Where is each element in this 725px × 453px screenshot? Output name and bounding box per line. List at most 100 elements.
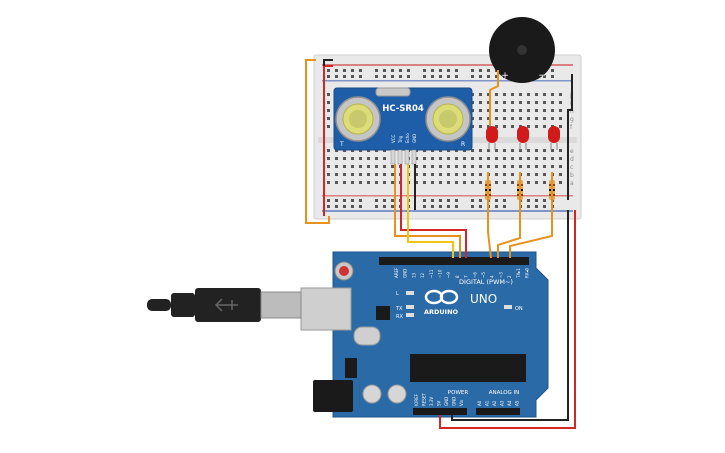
power-header[interactable] xyxy=(413,408,467,415)
breadboard-hole xyxy=(327,109,330,112)
wire-led-3 xyxy=(509,172,553,258)
sensor-pin-echo[interactable] xyxy=(404,149,410,165)
capacitor-1 xyxy=(362,384,382,404)
breadboard-hole xyxy=(351,75,354,78)
breadboard-hole xyxy=(519,165,522,168)
breadboard-hole xyxy=(503,205,506,208)
led-label-rx: RX xyxy=(396,314,403,320)
power-pin-label: IOREF xyxy=(414,393,419,406)
breadboard-hole xyxy=(519,109,522,112)
breadboard-hole xyxy=(407,69,410,72)
arduino-brand: ARDUINO xyxy=(424,308,459,316)
digital-pin-label: ~5 xyxy=(481,272,486,278)
breadboard-hole xyxy=(495,199,498,202)
breadboard-hole xyxy=(375,173,378,176)
breadboard-hole xyxy=(479,101,482,104)
breadboard-hole xyxy=(559,181,562,184)
breadboard-hole xyxy=(375,205,378,208)
sensor-pin-gnd[interactable] xyxy=(411,149,417,165)
breadboard-hole xyxy=(327,165,330,168)
breadboard-hole xyxy=(479,109,482,112)
breadboard-hole xyxy=(551,101,554,104)
breadboard-hole xyxy=(503,157,506,160)
breadboard-hole xyxy=(495,165,498,168)
svg-text:h: h xyxy=(570,108,574,115)
breadboard-hole xyxy=(367,181,370,184)
breadboard-hole xyxy=(431,205,434,208)
led-1[interactable] xyxy=(486,126,498,150)
breadboard-hole xyxy=(503,93,506,96)
digital-header[interactable] xyxy=(379,257,529,265)
ultrasonic-sensor[interactable]: HC-SR04 T R VCC Trig Echo GND xyxy=(333,87,473,165)
breadboard-hole xyxy=(535,109,538,112)
breadboard-hole xyxy=(495,75,498,78)
breadboard-hole xyxy=(423,205,426,208)
power-pin-label: GND xyxy=(444,397,449,406)
analog-pin-label: A4 xyxy=(507,400,512,406)
usb-port[interactable] xyxy=(300,287,352,331)
breadboard-hole xyxy=(391,75,394,78)
breadboard-hole xyxy=(479,165,482,168)
breadboard-hole xyxy=(503,117,506,120)
breadboard-hole xyxy=(511,165,514,168)
breadboard-hole xyxy=(455,173,458,176)
piezo-buzzer[interactable]: + − xyxy=(489,17,555,83)
breadboard-hole xyxy=(407,75,410,78)
breadboard-hole xyxy=(471,173,474,176)
breadboard-hole xyxy=(439,181,442,184)
breadboard-hole xyxy=(359,199,362,202)
breadboard-hole xyxy=(487,101,490,104)
led-2[interactable] xyxy=(517,126,529,150)
breadboard-hole xyxy=(327,199,330,202)
breadboard-hole xyxy=(335,75,338,78)
breadboard-hole xyxy=(543,181,546,184)
breadboard-hole xyxy=(343,165,346,168)
digital-pin-label: ~11 xyxy=(429,269,434,278)
digital-pin-label: 8 xyxy=(455,275,460,278)
breadboard-hole xyxy=(439,165,442,168)
power-pin-label: Vin xyxy=(459,399,464,406)
breadboard-hole xyxy=(383,157,386,160)
breadboard-hole xyxy=(383,75,386,78)
breadboard-hole xyxy=(359,75,362,78)
atmega-chip xyxy=(410,354,526,382)
analog-header[interactable] xyxy=(476,408,520,415)
breadboard-hole xyxy=(399,69,402,72)
breadboard-hole xyxy=(335,205,338,208)
breadboard-hole xyxy=(359,69,362,72)
breadboard-hole xyxy=(327,75,330,78)
svg-text:d: d xyxy=(570,156,574,163)
arduino-logo xyxy=(424,289,459,305)
breadboard-hole xyxy=(487,75,490,78)
breadboard-hole xyxy=(351,165,354,168)
breadboard-hole xyxy=(511,173,514,176)
breadboard-hole xyxy=(471,149,474,152)
breadboard-hole xyxy=(551,165,554,168)
reset-button[interactable] xyxy=(339,266,349,276)
breadboard-hole xyxy=(559,101,562,104)
breadboard-hole xyxy=(503,181,506,184)
breadboard-hole xyxy=(463,165,466,168)
breadboard-hole xyxy=(455,69,458,72)
wire-5v xyxy=(439,210,576,429)
breadboard-hole xyxy=(439,205,442,208)
wire-sensor-trig xyxy=(400,164,467,258)
sensor-pin-gnd-label: GND xyxy=(412,134,417,143)
breadboard-hole xyxy=(479,69,482,72)
breadboard-hole xyxy=(519,125,522,128)
breadboard-hole xyxy=(335,69,338,72)
svg-text:c: c xyxy=(570,164,573,171)
svg-text:b: b xyxy=(570,172,574,179)
breadboard-hole xyxy=(375,165,378,168)
breadboard-hole xyxy=(431,157,434,160)
sensor-pin-trig[interactable] xyxy=(397,149,403,165)
power-jack[interactable] xyxy=(313,380,353,412)
led-3[interactable] xyxy=(548,126,560,150)
breadboard-hole xyxy=(327,157,330,160)
sensor-pin-vcc[interactable] xyxy=(390,149,396,165)
breadboard-hole xyxy=(447,173,450,176)
breadboard-hole xyxy=(415,181,418,184)
svg-text:a: a xyxy=(570,180,574,187)
